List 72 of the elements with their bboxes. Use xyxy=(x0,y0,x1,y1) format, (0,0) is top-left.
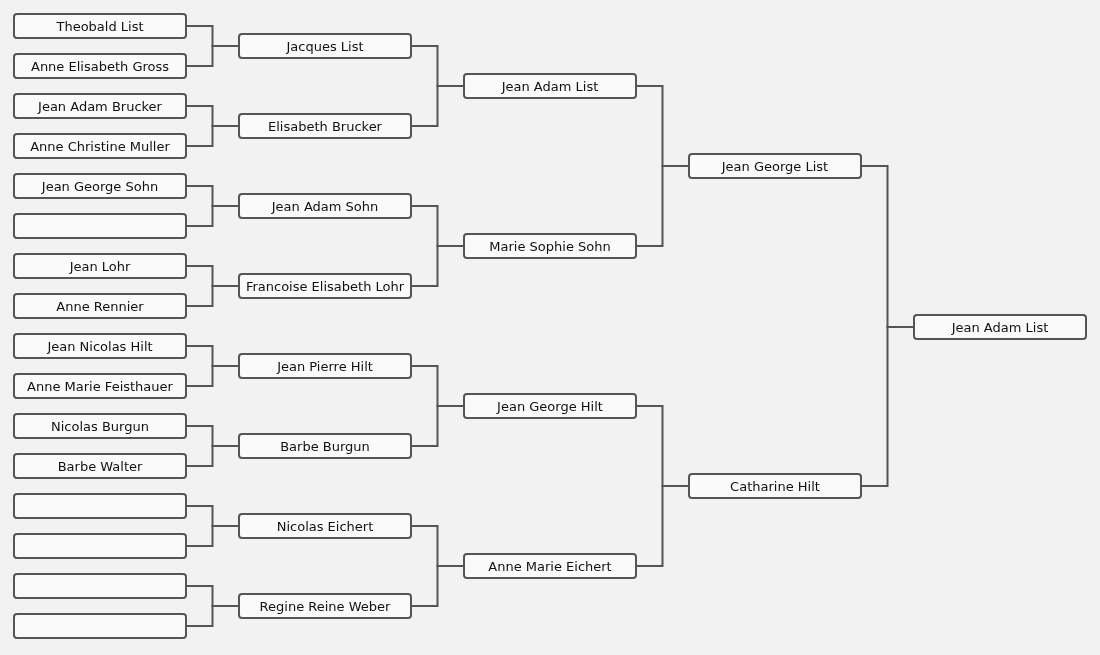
person-name: Anne Christine Muller xyxy=(30,138,170,154)
person-name: Jean Pierre Hilt xyxy=(277,358,373,374)
person-name: Jean Adam List xyxy=(951,319,1049,335)
person-name: Jean Lohr xyxy=(69,258,131,274)
empty-person-box xyxy=(13,613,187,639)
person-box xyxy=(463,553,637,579)
person-box xyxy=(238,33,412,59)
connector-line xyxy=(186,525,239,547)
person-box xyxy=(13,13,187,39)
person-box xyxy=(238,113,412,139)
connector-line xyxy=(186,285,239,307)
person-name: Jean Adam Sohn xyxy=(271,198,379,214)
person-box xyxy=(13,93,187,119)
person-box xyxy=(463,393,637,419)
connector-line xyxy=(411,85,464,127)
connector-line xyxy=(636,485,689,567)
person-name: Anne Rennier xyxy=(56,298,144,314)
person-box xyxy=(463,233,637,259)
person-name: Jean George List xyxy=(721,158,829,174)
person-name: Jean Nicolas Hilt xyxy=(47,338,153,354)
person-box xyxy=(13,293,187,319)
connector-line xyxy=(411,565,464,607)
person-name: Anne Marie Feisthauer xyxy=(27,378,173,394)
person-name: Francoise Elisabeth Lohr xyxy=(245,278,405,294)
person-name: Marie Sophie Sohn xyxy=(489,238,611,254)
connector-line xyxy=(411,405,464,447)
person-name: Barbe Burgun xyxy=(280,438,370,454)
person-name: Jean George Hilt xyxy=(497,398,603,414)
person-box xyxy=(13,373,187,399)
person-name: Nicolas Eichert xyxy=(276,518,374,534)
person-box xyxy=(13,53,187,79)
person-name: Anne Elisabeth Gross xyxy=(31,58,169,74)
person-box xyxy=(238,353,412,379)
person-box xyxy=(913,314,1087,340)
connector-line xyxy=(186,205,239,227)
person-name: Jacques List xyxy=(286,38,364,54)
empty-person-box xyxy=(13,533,187,559)
connector-line xyxy=(861,326,914,487)
person-name: Barbe Walter xyxy=(57,458,143,474)
connector-line xyxy=(186,45,239,67)
person-box xyxy=(13,413,187,439)
connector-line xyxy=(186,365,239,387)
person-box xyxy=(13,453,187,479)
person-box xyxy=(13,173,187,199)
person-box xyxy=(238,513,412,539)
person-box xyxy=(238,273,412,299)
person-box xyxy=(688,153,862,179)
person-box xyxy=(13,253,187,279)
empty-person-box xyxy=(13,493,187,519)
person-name: Regine Reine Weber xyxy=(259,598,391,614)
connector-line xyxy=(186,445,239,467)
empty-person-box xyxy=(13,573,187,599)
person-box xyxy=(238,193,412,219)
person-name: Catharine Hilt xyxy=(730,478,820,494)
person-box xyxy=(688,473,862,499)
person-name: Jean George Sohn xyxy=(41,178,159,194)
person-name: Nicolas Burgun xyxy=(51,418,149,434)
person-name: Jean Adam List xyxy=(501,78,599,94)
person-box xyxy=(238,433,412,459)
person-box xyxy=(13,133,187,159)
connector-line xyxy=(186,605,239,627)
person-box xyxy=(238,593,412,619)
person-box xyxy=(463,73,637,99)
person-name: Theobald List xyxy=(56,18,144,34)
person-name: Elisabeth Brucker xyxy=(268,118,382,134)
connector-line xyxy=(186,125,239,147)
person-box xyxy=(13,333,187,359)
empty-person-box xyxy=(13,213,187,239)
connector-line xyxy=(411,245,464,287)
connector-line xyxy=(636,165,689,247)
person-name: Anne Marie Eichert xyxy=(488,558,612,574)
person-name: Jean Adam Brucker xyxy=(38,98,162,114)
